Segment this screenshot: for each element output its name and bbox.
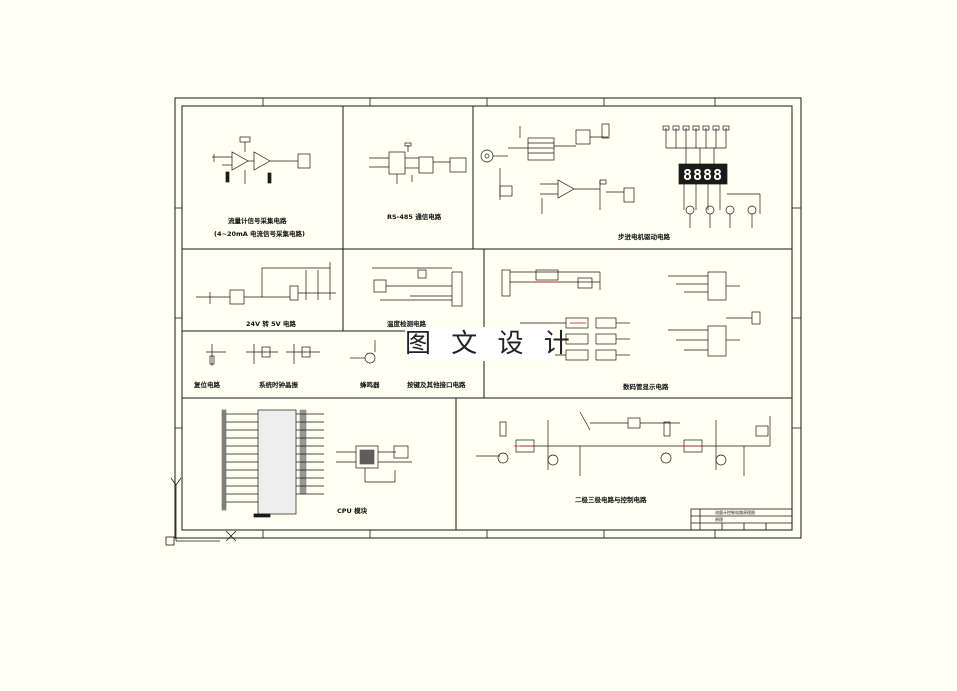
flow-sensor-subtitle: (4~20mA 电流信号采集电路) [214,230,306,238]
cpu-circuit [221,409,412,518]
buzzer-title: 蜂鸣器 [360,381,380,389]
display-circuit [662,125,761,228]
ucs-icon [165,477,237,546]
display-title: 数码管显示电路 [623,383,669,391]
rs485-circuit [369,142,467,184]
triac-circuit [476,411,771,476]
title-block [690,508,793,531]
reset-title: 复位电路 [194,381,220,389]
eeprom-chip [355,445,379,469]
clock-title: 系统时钟晶振 [259,381,298,389]
mcu-right-pins [296,413,324,495]
rs485-title: RS-485 通信电路 [387,213,442,221]
mcu-chip [257,409,297,515]
psu-title: 24V 转 5V 电路 [246,320,296,328]
flow-sensor-circuit [212,136,311,184]
display-top-resistors [662,125,730,164]
display-bottom-transistors [683,184,761,228]
mcu-left-pins [226,413,258,503]
motor-circuit [480,123,635,214]
highlight-marks [514,281,702,447]
title-block-name: 流量计控制电路原理图 [715,510,755,515]
flow-sensor-title: 流量计信号采集电路 [228,217,287,225]
seven-segment-display [678,163,728,185]
keys-title: 按键及其他接口电路 [407,381,466,389]
temp-title: 温度检测电路 [387,320,426,328]
seven-segment-digits: 8888 [683,166,723,184]
border-ticks [175,98,801,538]
cpu-title: CPU 模块 [337,507,368,515]
triac-title: 二极三极电路与控制电路 [575,496,647,504]
temp-circuit [372,267,463,307]
psu-circuit [196,262,336,305]
module-dividers [182,106,792,530]
motor-title: 步进电机驱动电路 [618,233,670,241]
title-block-sub: 原理 [715,517,723,522]
watermark: 图 文 设 计 [405,327,576,361]
